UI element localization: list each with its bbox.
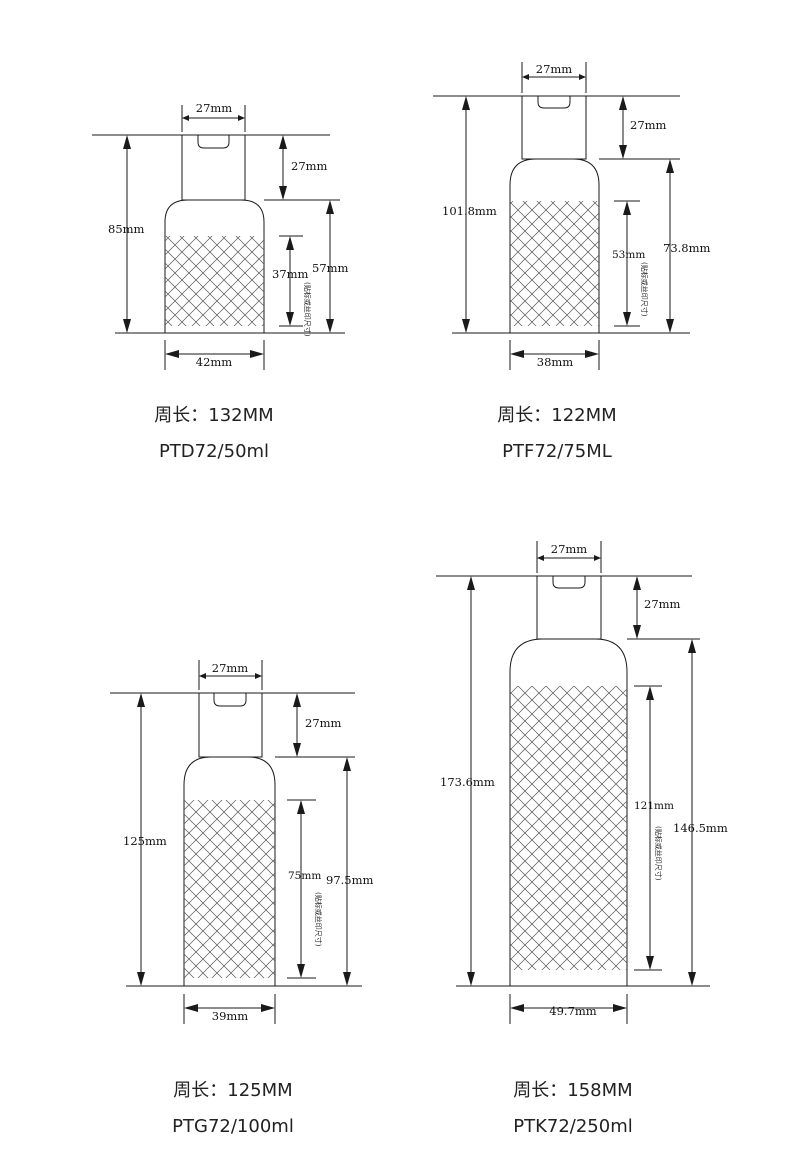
caption-ptd72: 周长：132MM PTD72/50ml xyxy=(64,405,364,463)
cap-width-label: 27mm xyxy=(551,542,588,556)
caption-ptf72: 周长：122MM PTF72/75ML xyxy=(407,405,707,463)
cap-notch xyxy=(537,96,571,109)
body-height-label: 97.5mm xyxy=(326,873,374,887)
label-hatch xyxy=(510,201,599,326)
total-height-label: 85mm xyxy=(108,222,145,236)
label-hatch xyxy=(510,686,627,970)
bottle-cap xyxy=(536,575,602,640)
bottle-cap xyxy=(521,95,587,160)
bottle-ptd72 xyxy=(92,105,345,370)
perimeter-text: 周长：158MM xyxy=(513,1080,633,1101)
label-note: (贴标或丝印尺寸) xyxy=(654,826,663,881)
label-height-label: 75mm xyxy=(288,870,321,882)
model-text: PTF72/75ML xyxy=(502,441,612,462)
cap-notch xyxy=(552,576,586,589)
perimeter-text: 周长：122MM xyxy=(497,405,617,426)
bottle-ptf72 xyxy=(433,62,690,370)
cap-width-label: 27mm xyxy=(196,101,233,115)
cap-width-label: 27mm xyxy=(536,62,573,76)
model-text: PTG72/100ml xyxy=(172,1116,294,1137)
caption-ptk72: 周长：158MM PTK72/250ml xyxy=(423,1080,723,1138)
cap-width-label: 27mm xyxy=(212,661,249,675)
body-height-label: 146.5mm xyxy=(673,821,728,835)
caption-ptg72: 周长：125MM PTG72/100ml xyxy=(83,1080,383,1138)
cap-notch xyxy=(197,135,230,149)
label-hatch xyxy=(165,236,264,326)
cap-height-label: 27mm xyxy=(644,597,681,611)
model-text: PTK72/250ml xyxy=(513,1116,633,1137)
perimeter-text: 周长：125MM xyxy=(173,1080,293,1101)
label-note: (贴标或丝印尺寸) xyxy=(314,892,323,947)
total-height-label: 101.8mm xyxy=(442,204,497,218)
bottle-cap xyxy=(198,692,263,758)
bottle-ptk72 xyxy=(436,541,710,1024)
width-label: 39mm xyxy=(212,1009,249,1023)
width-label: 42mm xyxy=(196,355,233,369)
label-height-label: 53mm xyxy=(612,249,645,261)
body-height-label: 73.8mm xyxy=(663,241,711,255)
label-hatch xyxy=(184,800,275,978)
label-height-label: 121mm xyxy=(634,800,674,812)
bottle-ptg72 xyxy=(110,660,362,1024)
body-height-label: 57mm xyxy=(312,261,349,275)
cap-notch xyxy=(213,693,247,707)
total-height-label: 125mm xyxy=(123,834,167,848)
total-height-label: 173.6mm xyxy=(440,775,495,789)
bottle-cap xyxy=(181,134,246,201)
cap-height-label: 27mm xyxy=(291,159,328,173)
cap-height-label: 27mm xyxy=(630,118,667,132)
label-note: (贴标或丝印尺寸) xyxy=(640,262,649,317)
label-note: (贴标或丝印尺寸) xyxy=(303,282,312,337)
model-text: PTD72/50ml xyxy=(158,441,270,462)
cap-height-label: 27mm xyxy=(305,716,342,730)
perimeter-text: 周长：132MM xyxy=(154,405,274,426)
label-height-label: 37mm xyxy=(272,267,309,281)
width-label: 49.7mm xyxy=(549,1004,597,1018)
width-label: 38mm xyxy=(537,355,574,369)
